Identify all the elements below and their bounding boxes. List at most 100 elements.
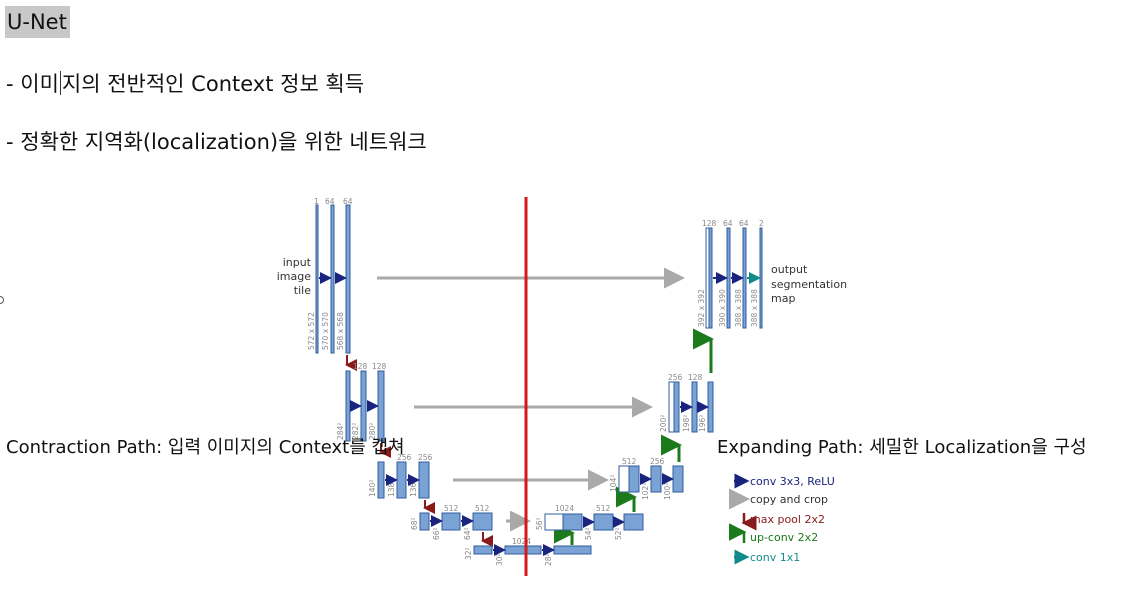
feature-map-l5-a bbox=[504, 545, 542, 555]
feature-map-l4-a bbox=[441, 512, 461, 531]
ch-l1-b: 64 bbox=[343, 197, 353, 206]
ch-l2-b: 128 bbox=[372, 362, 387, 371]
ch-l2-a: 128 bbox=[353, 362, 368, 371]
ch-r3-in: 512 bbox=[622, 457, 637, 466]
legend-upconv-label: up-conv 2x2 bbox=[750, 531, 818, 544]
ch-r2-a: 128 bbox=[688, 373, 703, 382]
size-l1-2: 568 x 568 bbox=[336, 312, 345, 350]
ch-l5-a: 1024 bbox=[512, 537, 531, 546]
feature-map-l2-a bbox=[360, 370, 367, 442]
feature-map-l4-b bbox=[472, 512, 493, 531]
feature-map-r3-copy bbox=[618, 465, 630, 493]
size-r3-0: 104² bbox=[609, 475, 618, 492]
ch-r1-out: 2 bbox=[759, 219, 764, 228]
ch-r4-a: 512 bbox=[596, 504, 611, 513]
feature-map-l3-in bbox=[377, 461, 385, 499]
ch-r3-a: 256 bbox=[650, 457, 665, 466]
bullet-context-part1: - 이미 bbox=[6, 72, 59, 96]
feature-map-r4-up bbox=[562, 513, 583, 531]
legend-pool-label: max pool 2x2 bbox=[750, 513, 825, 526]
size-l4-1: 66² bbox=[432, 527, 441, 540]
size-r3-2: 100² bbox=[663, 483, 672, 500]
size-l4-2: 64² bbox=[463, 527, 472, 540]
feature-map-l4-in bbox=[419, 512, 430, 531]
size-l5-2: 28² bbox=[544, 553, 553, 566]
bullet-localization: - 정확한 지역화(localization)을 위한 네트워크 bbox=[6, 130, 427, 154]
feature-map-r3-a bbox=[650, 465, 662, 493]
feature-map-r2-copy bbox=[668, 381, 675, 433]
feature-map-r2-b bbox=[707, 381, 714, 433]
size-l2-1: 282² bbox=[351, 423, 360, 440]
ch-l3-b: 256 bbox=[418, 453, 433, 462]
size-l5-0: 32² bbox=[464, 547, 473, 560]
feature-map-r1-output bbox=[759, 227, 763, 329]
ch-l1-a: 64 bbox=[325, 197, 335, 206]
ch-r1-a: 64 bbox=[723, 219, 733, 228]
ch-l4-b: 512 bbox=[475, 504, 490, 513]
input-label-3: tile bbox=[294, 284, 311, 297]
size-l1-1: 570 x 570 bbox=[321, 312, 330, 350]
expanding-path-annotation: Expanding Path: 세밀한 Localization을 구성 bbox=[717, 437, 1087, 458]
size-r2-1: 198² bbox=[682, 415, 691, 432]
feature-map-l3-a bbox=[396, 461, 407, 499]
feature-map-r1-a bbox=[726, 227, 731, 329]
size-l3-1: 138² bbox=[387, 480, 396, 497]
size-r4-0: 56² bbox=[535, 517, 544, 530]
feature-map-l1-b bbox=[345, 204, 351, 354]
feature-map-r4-b bbox=[623, 513, 644, 531]
size-l2-0: 284² bbox=[336, 423, 345, 440]
size-l3-0: 140² bbox=[368, 480, 377, 497]
ch-r1-in: 128 bbox=[702, 219, 717, 228]
output-label-1: output bbox=[771, 263, 808, 276]
size-r2-0: 200² bbox=[659, 415, 668, 432]
size-l5-1: 30² bbox=[495, 553, 504, 566]
text-cursor bbox=[59, 71, 61, 95]
size-r1-2: 388 x 388 bbox=[734, 289, 743, 327]
size-l3-2: 136² bbox=[409, 480, 418, 497]
ch-r2-in: 256 bbox=[668, 373, 683, 382]
legend: conv 3x3, ReLU copy and crop max pool 2x… bbox=[729, 473, 835, 565]
feature-map-r3-b bbox=[672, 465, 684, 493]
feature-map-r1-up bbox=[708, 227, 713, 329]
contraction-path-annotation: Contraction Path: 입력 이미지의 Context를 캡쳐 bbox=[6, 437, 405, 458]
size-r4-1: 54² bbox=[584, 527, 593, 540]
ch-l1-in: 1 bbox=[314, 197, 319, 206]
legend-conv-label: conv 3x3, ReLU bbox=[750, 475, 835, 488]
feature-map-r4-a bbox=[593, 513, 614, 531]
ch-r4-in: 1024 bbox=[555, 504, 574, 513]
size-r4-2: 52² bbox=[614, 527, 623, 540]
feature-map-l3-b bbox=[418, 461, 430, 499]
feature-map-l2-b bbox=[377, 370, 385, 442]
size-r2-2: 196² bbox=[698, 415, 707, 432]
feature-map-r2-up bbox=[673, 381, 680, 433]
ch-l3-a: 256 bbox=[397, 453, 412, 462]
size-r1-0: 392 x 392 bbox=[697, 289, 706, 327]
feature-map-l2-in bbox=[345, 370, 351, 442]
output-label-2: segmentation bbox=[771, 278, 847, 291]
size-l4-0: 68² bbox=[410, 517, 419, 530]
size-r1-3: 388 x 388 bbox=[750, 289, 759, 327]
legend-copy-label: copy and crop bbox=[750, 493, 828, 506]
ch-l4-a: 512 bbox=[444, 504, 459, 513]
input-label-2: image bbox=[277, 270, 311, 283]
slide-title: U-Net bbox=[5, 6, 70, 38]
feature-map-r4-copy bbox=[544, 513, 564, 531]
legend-conv1x1-label: conv 1x1 bbox=[750, 551, 800, 564]
feature-map-l5-b bbox=[553, 545, 592, 555]
ch-r1-b: 64 bbox=[739, 219, 749, 228]
size-l2-2: 280² bbox=[368, 423, 377, 440]
bullet-context-part2: 지의 전반적인 Context 정보 획득 bbox=[61, 72, 365, 96]
feature-map-l1-input bbox=[315, 204, 319, 354]
size-l1-0: 572 x 572 bbox=[307, 312, 316, 350]
size-r3-1: 102² bbox=[641, 483, 650, 500]
output-label-3: map bbox=[771, 292, 795, 305]
feature-map-r2-a bbox=[691, 381, 698, 433]
feature-map-l5-in bbox=[473, 545, 493, 555]
feature-map-r3-up bbox=[628, 465, 640, 493]
size-r1-1: 390 x 390 bbox=[718, 289, 727, 327]
feature-map-l1-a bbox=[330, 204, 335, 354]
input-label-1: input bbox=[283, 256, 312, 269]
feature-map-r1-b bbox=[742, 227, 747, 329]
